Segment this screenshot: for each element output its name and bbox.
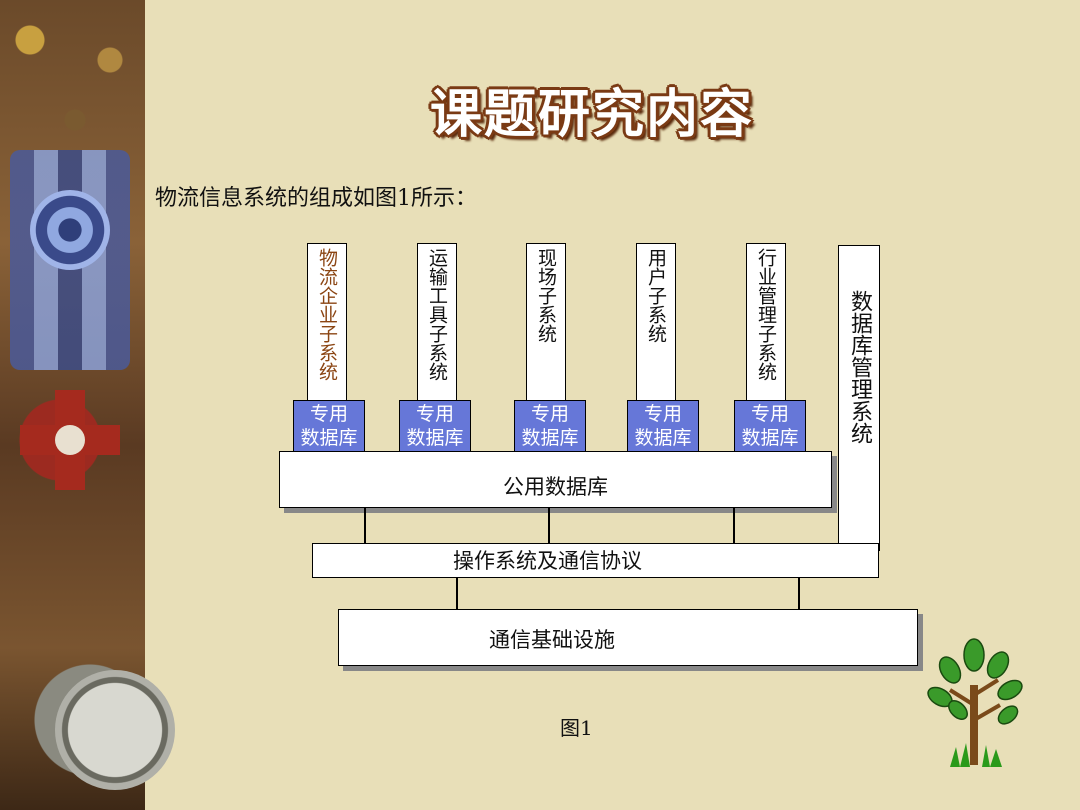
rosette-decoration [30, 190, 110, 270]
subsystem-label: 用户子系统 [645, 248, 667, 343]
db-label: 专用 数据库 [634, 403, 692, 449]
db-label: 专用 数据库 [521, 403, 579, 449]
subsystem-box-logistics: 物流企业子系统 [307, 243, 347, 401]
medal-cross-decoration [20, 390, 120, 490]
subsystem-label: 物流企业子系统 [316, 248, 338, 381]
os-protocol-label: 操作系统及通信协议 [453, 549, 642, 573]
public-db-label: 公用数据库 [503, 475, 608, 499]
dbms-label: 数据库管理系统 [847, 290, 872, 444]
db-label: 专用 数据库 [406, 403, 464, 449]
connector-line [364, 508, 366, 543]
slide-title: 课题研究内容 [430, 84, 755, 145]
subsystem-box-transport: 运输工具子系统 [417, 243, 457, 401]
db-label: 专用 数据库 [741, 403, 799, 449]
figure-caption: 图1 [560, 716, 593, 740]
subsystem-box-user: 用户子系统 [636, 243, 676, 401]
connector-line [733, 508, 735, 543]
dbms-box: 数据库管理系统 [838, 245, 880, 551]
connector-line [548, 508, 550, 543]
intro-text: 物流信息系统的组成如图1所示： [155, 186, 477, 211]
dedicated-db-4: 专用 数据库 [627, 400, 699, 452]
infrastructure-box: 通信基础设施 [338, 609, 918, 666]
dedicated-db-5: 专用 数据库 [734, 400, 806, 452]
subsystem-box-industry: 行业管理子系统 [746, 243, 786, 401]
dedicated-db-3: 专用 数据库 [514, 400, 586, 452]
subsystem-label: 现场子系统 [535, 248, 557, 343]
infrastructure-label: 通信基础设施 [489, 628, 615, 652]
tree-icon [927, 638, 1023, 767]
connector-line [798, 578, 800, 610]
subsystem-label: 运输工具子系统 [426, 248, 448, 381]
subsystem-label: 行业管理子系统 [755, 248, 777, 381]
dedicated-db-2: 专用 数据库 [399, 400, 471, 452]
dedicated-db-1: 专用 数据库 [293, 400, 365, 452]
subsystem-box-site: 现场子系统 [526, 243, 566, 401]
compass-decoration [55, 670, 175, 790]
os-protocol-box: 操作系统及通信协议 [312, 543, 879, 578]
connector-line [456, 578, 458, 610]
public-db-box: 公用数据库 [279, 451, 832, 508]
db-label: 专用 数据库 [300, 403, 358, 449]
decorative-medals-image [0, 0, 175, 810]
